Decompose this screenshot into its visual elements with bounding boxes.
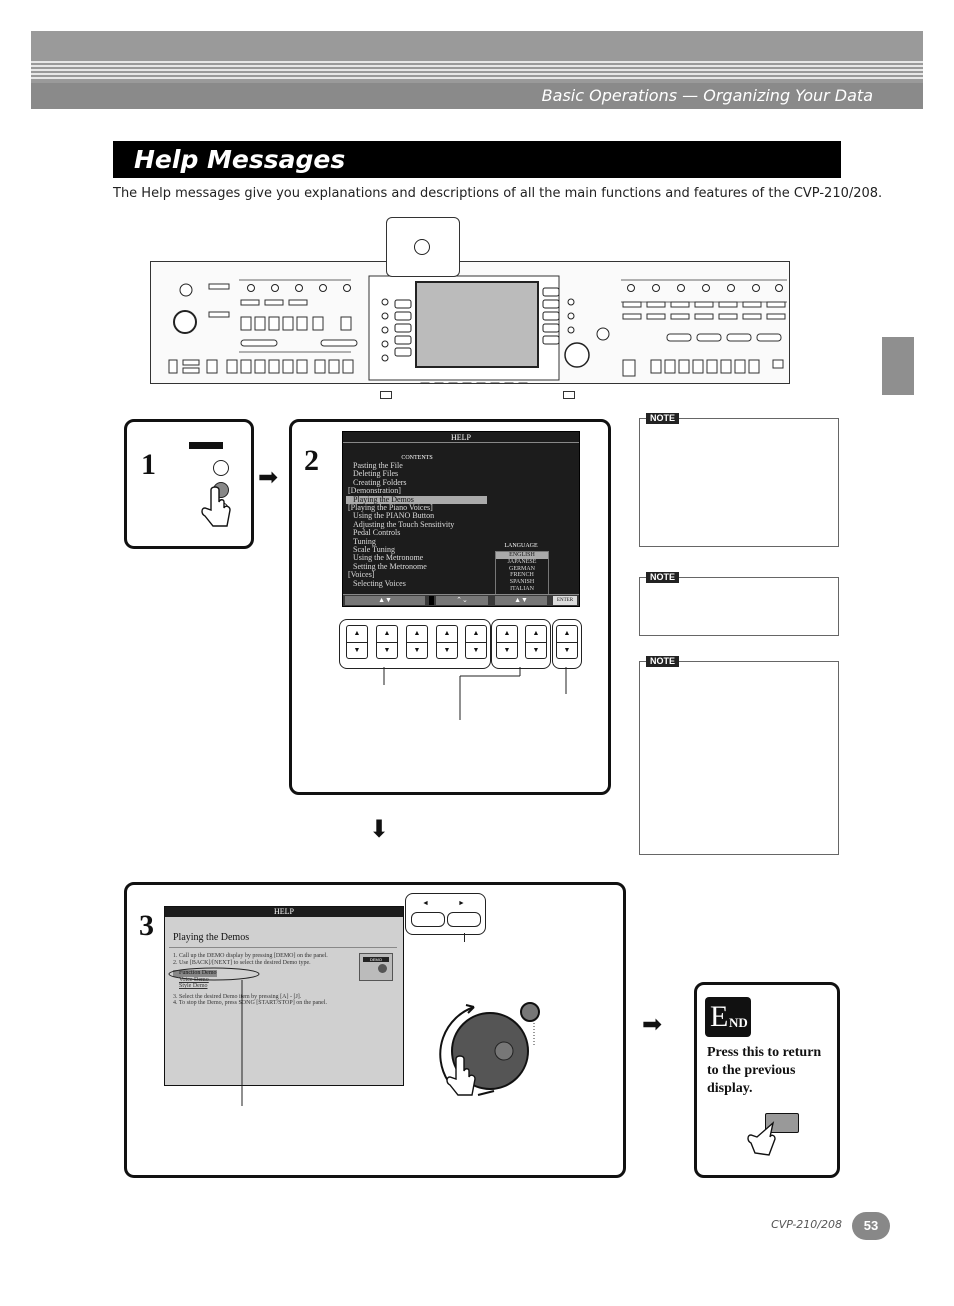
list-item[interactable]: [Voices] xyxy=(348,570,375,580)
end-logo-icon: E ND xyxy=(705,997,751,1037)
note-tag: NOTE xyxy=(646,413,680,424)
screen-title: HELP xyxy=(451,433,471,442)
help-contents-screen: HELP CONTENTS Pasting the File Deleting … xyxy=(342,431,580,607)
end-instruction-text: Press this to return to the previous dis… xyxy=(707,1045,822,1096)
contents-list[interactable]: Pasting the File Deleting Files Creating… xyxy=(346,461,487,592)
up-down-button[interactable]: ▲▼ xyxy=(436,625,458,659)
leader-lines xyxy=(383,667,567,720)
note-tag: NOTE xyxy=(646,572,680,583)
up-down-button[interactable]: ▲▼ xyxy=(376,625,398,659)
list-item[interactable]: [Playing the Piano Voices] xyxy=(348,503,433,513)
help-button-icon xyxy=(414,239,430,255)
list-item[interactable]: Using the PIANO Button xyxy=(353,511,435,521)
list-item[interactable]: Selecting Voices xyxy=(353,578,406,588)
back-button[interactable] xyxy=(411,912,445,927)
list-item[interactable]: Creating Folders xyxy=(353,477,407,487)
step-1-box: 1 xyxy=(124,419,254,549)
language-item[interactable]: FRENCH xyxy=(510,572,534,579)
intro-text: The Help messages give you explanations … xyxy=(113,186,883,201)
language-item[interactable]: GERMAN xyxy=(508,565,535,572)
up-down-button[interactable]: ▲▼ xyxy=(346,625,368,659)
list-item[interactable]: [Demonstration] xyxy=(348,486,401,496)
back-next-button-group: ◄ ► xyxy=(405,893,486,935)
list-item[interactable]: Pedal Controls xyxy=(353,528,401,538)
step-2-number: 2 xyxy=(304,444,319,477)
step-1-label-bar xyxy=(189,442,223,449)
header-section-title: Basic Operations — Organizing Your Data xyxy=(541,86,873,105)
list-item[interactable]: Deleting Files xyxy=(353,469,399,479)
detail-heading: Playing the Demos xyxy=(173,932,250,943)
note-tag: NOTE xyxy=(646,656,680,667)
page-title: Help Messages xyxy=(134,145,346,174)
page-number: 53 xyxy=(852,1212,890,1240)
link-style-demo[interactable]: Style Demo xyxy=(179,983,208,989)
contents-button-group xyxy=(339,619,491,669)
up-down-button[interactable]: ▲▼ xyxy=(496,625,518,659)
list-item[interactable]: Using the Metronome xyxy=(353,553,424,563)
pressing-hand-icon xyxy=(747,1121,776,1156)
data-dial-illustration[interactable] xyxy=(438,995,558,1105)
language-list[interactable]: ENGLISH JAPANESE GERMAN FRENCH SPANISH I… xyxy=(495,551,549,595)
arrow-right-icon: ➡ xyxy=(258,464,279,491)
arrow-down-icon: ⬇ xyxy=(369,816,390,843)
turning-hand-icon xyxy=(446,1055,476,1096)
button-icon xyxy=(213,460,229,476)
language-item[interactable]: JAPANESE xyxy=(507,558,537,565)
enter-knob-icon xyxy=(520,1002,540,1022)
language-label: LANGUAGE xyxy=(504,543,538,549)
page-thumb-tab xyxy=(882,337,914,395)
pressing-hand-icon xyxy=(201,486,231,527)
contents-label: CONTENTS xyxy=(401,455,433,461)
next-button[interactable] xyxy=(447,912,481,927)
help-button-callout xyxy=(386,217,460,277)
list-item-selected[interactable]: Playing the Demos xyxy=(346,495,487,505)
list-item[interactable]: Setting the Metronome xyxy=(353,561,427,571)
link-callout xyxy=(168,967,260,1106)
detail-title-bar: HELP xyxy=(165,907,403,917)
list-item[interactable]: Adjusting the Touch Sensitivity xyxy=(353,519,455,529)
note-box-2: NOTE xyxy=(639,572,839,636)
panel-foot-button-left xyxy=(380,391,392,399)
footer-model-name: CVP-210/208 xyxy=(771,1218,842,1231)
note-box-1: NOTE xyxy=(639,413,839,547)
arrow-right-icon: ➡ xyxy=(642,1011,663,1038)
help-detail-screen: HELP Playing the Demos 1. Call up the DE… xyxy=(164,906,404,1086)
dial-icon xyxy=(451,1012,529,1090)
section-title-bar xyxy=(113,141,841,178)
language-button-group xyxy=(491,619,551,669)
up-down-button[interactable]: ▲▼ xyxy=(465,625,487,659)
header-band xyxy=(31,31,923,109)
panel-drawing xyxy=(168,275,787,397)
screen-title: HELP xyxy=(274,907,294,916)
list-item[interactable]: Scale Tuning xyxy=(353,545,396,555)
demo-button-thumbnail: DEMO xyxy=(359,953,393,981)
enter-button-group xyxy=(552,619,582,669)
up-down-button[interactable]: ▲▼ xyxy=(525,625,547,659)
demo-label: DEMO xyxy=(363,957,389,962)
screen-button-bar: ▲▼ ⌃⌄ ▲▼ ENTER xyxy=(343,594,579,606)
step-3-number: 3 xyxy=(139,909,154,942)
language-item[interactable]: ITALIAN xyxy=(510,585,534,592)
link-function-demo[interactable]: Function Demo xyxy=(173,970,217,977)
enter-button[interactable]: ENTER xyxy=(553,596,577,605)
language-item-selected[interactable]: ENGLISH xyxy=(496,552,548,559)
list-item[interactable]: Tuning xyxy=(353,536,376,546)
instrument-panel-illustration xyxy=(150,261,790,397)
up-down-button[interactable]: ▲▼ xyxy=(406,625,428,659)
exit-button-icon[interactable] xyxy=(765,1113,799,1133)
end-box: E ND Press this to return to the previou… xyxy=(694,982,840,1178)
up-down-button[interactable]: ▲▼ xyxy=(556,625,578,659)
list-item[interactable]: Pasting the File xyxy=(353,461,403,470)
note-box-3: NOTE xyxy=(639,656,839,855)
step-1-number: 1 xyxy=(141,448,156,481)
language-item[interactable]: SPANISH xyxy=(509,579,535,586)
panel-foot-button-right xyxy=(563,391,575,399)
